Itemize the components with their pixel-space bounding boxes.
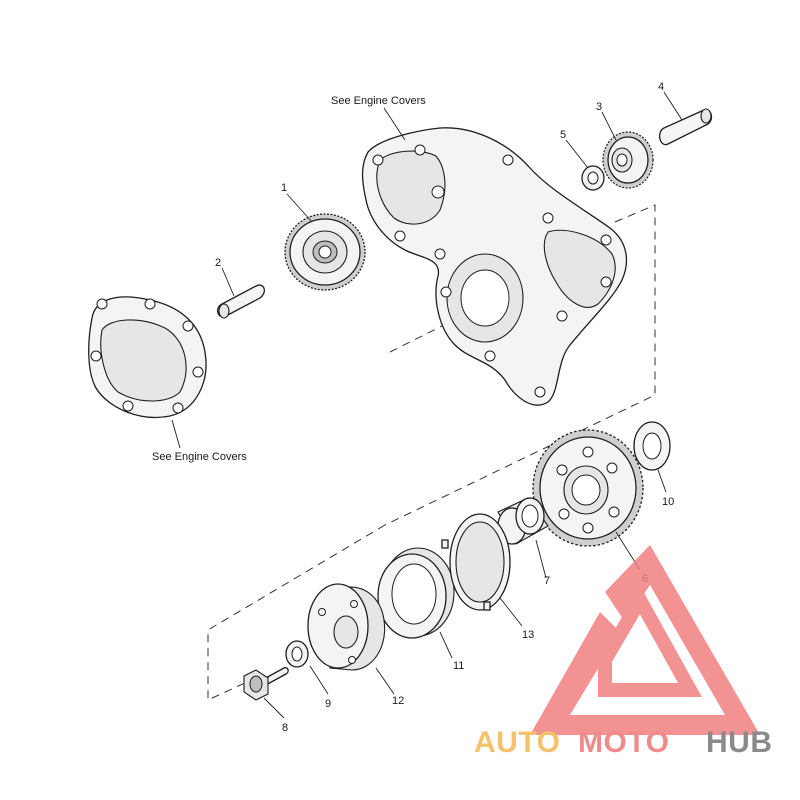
left-engine-cover xyxy=(88,296,207,418)
part-label-12: 12 xyxy=(392,695,404,707)
watermark-auto: AUTO xyxy=(474,726,560,759)
dashed-assembly-lines xyxy=(207,204,656,701)
engine-covers-callout-left: See Engine Covers xyxy=(152,451,247,463)
part-label-2: 2 xyxy=(215,257,221,269)
part-12-clutch-housing xyxy=(307,583,386,671)
part-label-11: 11 xyxy=(453,660,464,672)
watermark-moto: MOTO xyxy=(578,726,669,759)
part-4-shaft xyxy=(658,108,713,146)
part-3-small-gear xyxy=(602,131,654,189)
part-11-clutch-ring xyxy=(377,547,455,639)
part-label-4: 4 xyxy=(658,81,664,93)
part-1-idler-gear xyxy=(284,213,366,291)
part-label-7: 7 xyxy=(544,575,550,587)
main-engine-cover xyxy=(361,127,628,406)
part-6-starter-gear xyxy=(532,429,644,547)
part-2-shaft xyxy=(216,284,266,319)
watermark-hub: HUB xyxy=(706,726,773,759)
part-5-washer xyxy=(581,165,605,191)
part-13-plate xyxy=(441,513,511,611)
automotohub-logo xyxy=(530,545,760,735)
part-label-10: 10 xyxy=(662,496,674,508)
part-8-bolt xyxy=(243,666,289,701)
part-label-8: 8 xyxy=(282,722,288,734)
part-label-13: 13 xyxy=(522,629,534,641)
part-10-washer xyxy=(633,421,671,471)
part-label-9: 9 xyxy=(325,698,331,710)
part-label-3: 3 xyxy=(596,101,602,113)
engine-covers-callout-top: See Engine Covers xyxy=(331,95,426,107)
part-label-1: 1 xyxy=(281,182,287,194)
part-label-5: 5 xyxy=(560,129,566,141)
part-9-washer xyxy=(285,640,309,668)
